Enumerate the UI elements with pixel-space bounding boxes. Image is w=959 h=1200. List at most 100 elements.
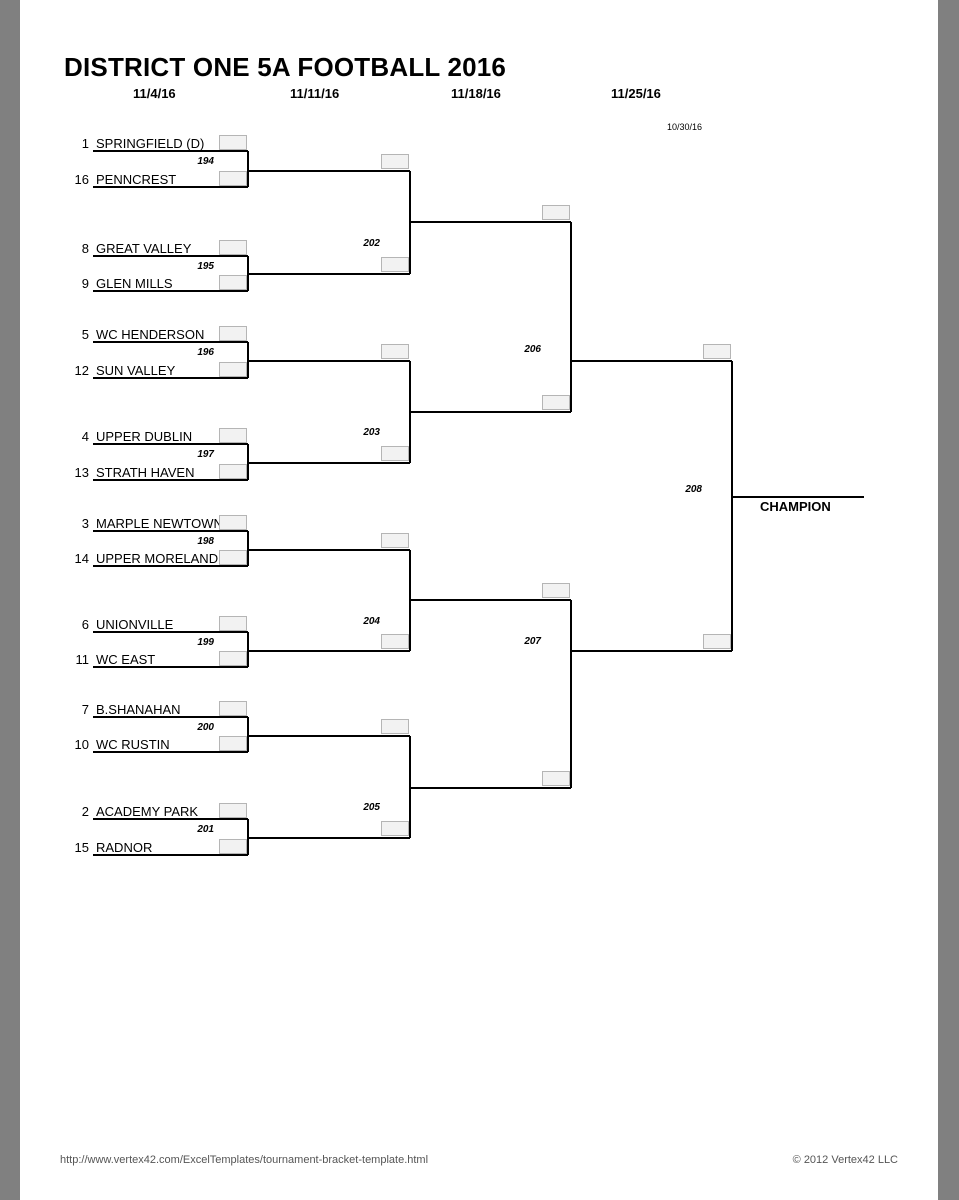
team-seed: 10 — [74, 737, 89, 752]
game-number: 205 — [363, 802, 380, 813]
final-line — [571, 650, 732, 652]
round2-line — [248, 462, 410, 464]
matchup-connector — [570, 600, 572, 788]
round2-line — [248, 735, 410, 737]
team-line — [93, 854, 248, 856]
round3-line — [410, 221, 571, 223]
score-box — [219, 464, 247, 479]
score-box — [219, 240, 247, 255]
footer-copyright: © 2012 Vertex42 LLC — [792, 1154, 898, 1166]
team-seed: 15 — [74, 840, 89, 855]
game-number: 196 — [197, 347, 214, 358]
champion-label: CHAMPION — [760, 499, 831, 514]
team-name: B.SHANAHAN — [96, 702, 181, 717]
round2-line — [248, 170, 410, 172]
team-line — [93, 479, 248, 481]
round2-line — [248, 273, 410, 275]
score-box — [381, 821, 409, 836]
score-box — [219, 515, 247, 530]
score-box — [219, 736, 247, 751]
bracket-page: DISTRICT ONE 5A FOOTBALL 2016 11/4/16 11… — [20, 0, 938, 1200]
team-line — [93, 530, 248, 532]
team-seed: 14 — [74, 551, 89, 566]
score-box — [381, 446, 409, 461]
game-number: 197 — [197, 449, 214, 460]
score-box — [219, 803, 247, 818]
team-seed: 4 — [81, 429, 89, 444]
matchup-connector — [247, 151, 249, 187]
score-box — [219, 651, 247, 666]
team-seed: 3 — [81, 516, 89, 531]
team-name: UNIONVILLE — [96, 617, 174, 632]
team-line — [93, 666, 248, 668]
score-box — [381, 154, 409, 169]
team-name: RADNOR — [96, 840, 153, 855]
round3-line — [410, 599, 571, 601]
score-box — [542, 205, 570, 220]
game-number: 202 — [363, 237, 380, 249]
team-seed: 11 — [75, 652, 90, 667]
game-number: 208 — [685, 484, 702, 495]
score-box — [219, 135, 247, 150]
score-box — [381, 257, 409, 272]
team-seed: 8 — [81, 241, 89, 256]
matchup-connector — [247, 531, 249, 566]
team-seed: 12 — [74, 363, 89, 378]
team-line — [93, 377, 248, 379]
score-box — [219, 362, 247, 377]
team-line — [93, 255, 248, 257]
game-number: 200 — [197, 722, 214, 733]
team-seed: 5 — [81, 327, 89, 342]
round-2-date: 11/11/16 — [290, 86, 340, 101]
score-box — [381, 344, 409, 359]
team-name: PENNCREST — [96, 172, 177, 187]
round2-line — [248, 837, 410, 839]
score-box — [219, 839, 247, 854]
score-box — [703, 634, 731, 649]
score-box — [219, 616, 247, 631]
round2-line — [248, 650, 410, 652]
team-line — [93, 751, 248, 753]
score-box — [219, 550, 247, 565]
round2-line — [248, 549, 410, 551]
score-box — [381, 634, 409, 649]
team-line — [93, 716, 248, 718]
round2-line — [248, 360, 410, 362]
final-line — [571, 360, 732, 362]
game-number: 194 — [197, 156, 214, 167]
game-number: 207 — [524, 636, 541, 647]
team-name: MARPLE NEWTOWN — [96, 516, 223, 531]
game-number: 206 — [524, 344, 541, 355]
score-box — [219, 171, 247, 186]
team-line — [93, 341, 248, 343]
footer-url: http://www.vertex42.com/ExcelTemplates/t… — [60, 1154, 429, 1166]
round-4-date: 11/25/16 — [611, 86, 661, 101]
team-name: GLEN MILLS — [96, 276, 173, 291]
team-seed: 1 — [81, 136, 89, 151]
page-title: DISTRICT ONE 5A FOOTBALL 2016 — [64, 52, 507, 82]
team-name: WC HENDERSON — [96, 327, 205, 342]
score-box — [219, 326, 247, 341]
matchup-connector — [570, 222, 572, 412]
score-box — [219, 701, 247, 716]
team-line — [93, 631, 248, 633]
team-seed: 7 — [81, 702, 89, 717]
score-box — [219, 428, 247, 443]
team-seed: 13 — [74, 465, 89, 480]
team-name: ACADEMY PARK — [96, 804, 199, 819]
team-seed: 16 — [74, 172, 89, 187]
game-number: 203 — [363, 427, 380, 438]
team-name: STRATH HAVEN — [96, 465, 195, 480]
game-number: 204 — [363, 615, 380, 627]
team-name: SPRINGFIELD (D) — [96, 136, 205, 151]
round-1-date: 11/4/16 — [133, 86, 176, 101]
print-date: 10/30/16 — [667, 122, 703, 132]
score-box — [381, 719, 409, 734]
final-connector — [731, 361, 733, 651]
team-name: SUN VALLEY — [96, 363, 176, 378]
score-box — [219, 275, 247, 290]
score-box — [542, 771, 570, 786]
game-number: 195 — [197, 261, 214, 272]
team-line — [93, 565, 248, 567]
matchup-connector — [247, 717, 249, 752]
